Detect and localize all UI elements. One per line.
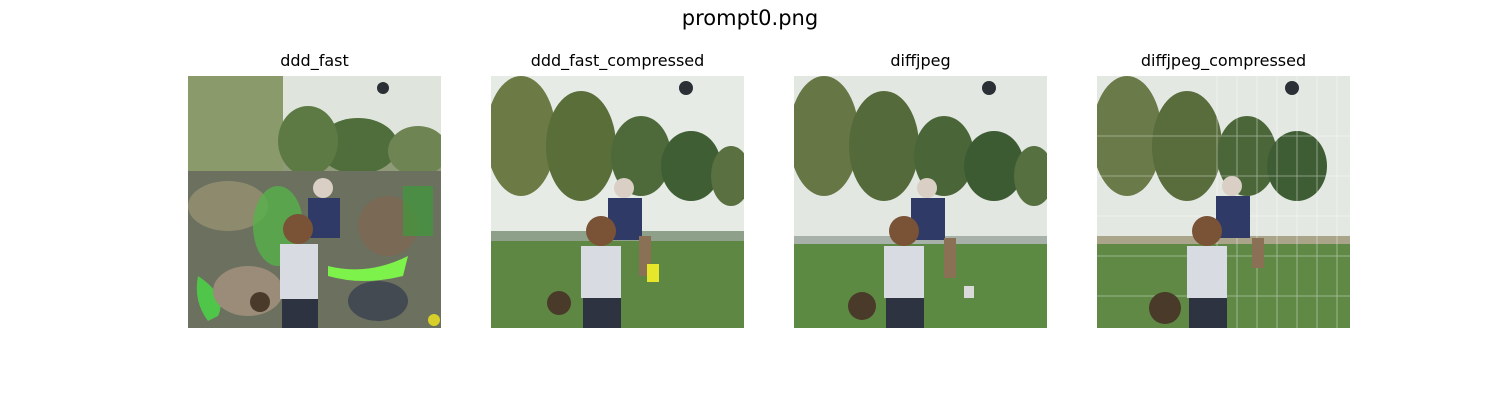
panel-image-diffjpeg-compressed [1097,76,1350,328]
panel-image-diffjpeg [794,76,1047,328]
panel-image-ddd-fast [188,76,441,328]
figure-title: prompt0.png [681,6,819,30]
panel-title-diffjpeg-compressed: diffjpeg_compressed [1140,51,1307,70]
panel-title-diffjpeg: diffjpeg [890,51,951,70]
panel-image-ddd-fast-compressed [491,76,744,328]
panel-title-ddd-fast: ddd_fast [280,51,349,70]
panel-title-ddd-fast-compressed: ddd_fast_compressed [530,51,705,70]
